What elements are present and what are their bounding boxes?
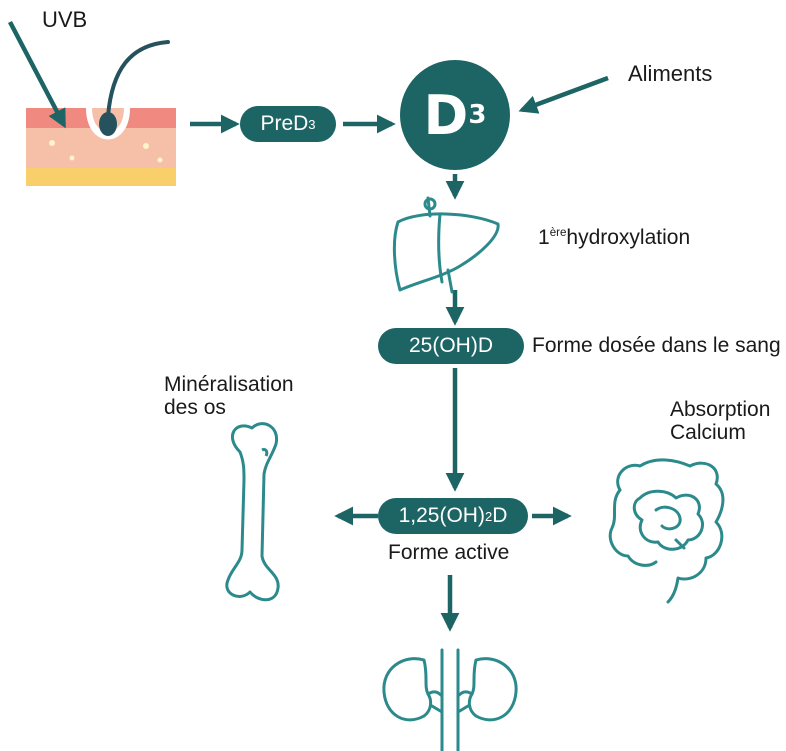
hydroxylation-superscript: ère — [550, 227, 567, 239]
uvb-label: UVB — [42, 8, 87, 32]
d3-label: D — [424, 84, 469, 147]
absorption-line1: Absorption — [670, 398, 770, 421]
pred3-subscript: 3 — [308, 117, 315, 132]
bone-icon — [227, 424, 278, 600]
intestine-icon — [610, 460, 723, 602]
skin-hair-icon — [26, 42, 176, 186]
forme-active-label: Forme active — [388, 541, 509, 564]
active-prefix: 1,25(OH) — [399, 504, 485, 528]
mineralisation-line1: Minéralisation — [164, 373, 294, 396]
25ohd-node: 25(OH)D — [378, 328, 524, 364]
absorption-label: Absorption Calcium — [670, 398, 770, 444]
liver-icon — [394, 198, 498, 292]
pred3-label: PreD — [260, 112, 308, 136]
kidney-icon — [384, 650, 516, 751]
aliments-arrow — [522, 78, 608, 110]
absorption-line2: Calcium — [670, 421, 770, 444]
hydroxylation-number: 1 — [538, 226, 550, 249]
forme-dosee-label: Forme dosée dans le sang — [532, 334, 781, 357]
mineralisation-line2: des os — [164, 396, 294, 419]
active-suffix: D — [492, 504, 507, 528]
aliments-label: Aliments — [628, 62, 712, 86]
d3-subscript: 3 — [468, 100, 486, 130]
active-subscript: 2 — [485, 509, 492, 524]
hydroxylation-label: 1èrehydroxylation — [538, 226, 690, 249]
mineralisation-label: Minéralisation des os — [164, 373, 294, 419]
25ohd-label: 25(OH)D — [409, 334, 493, 358]
hydroxylation-text: hydroxylation — [566, 226, 690, 249]
